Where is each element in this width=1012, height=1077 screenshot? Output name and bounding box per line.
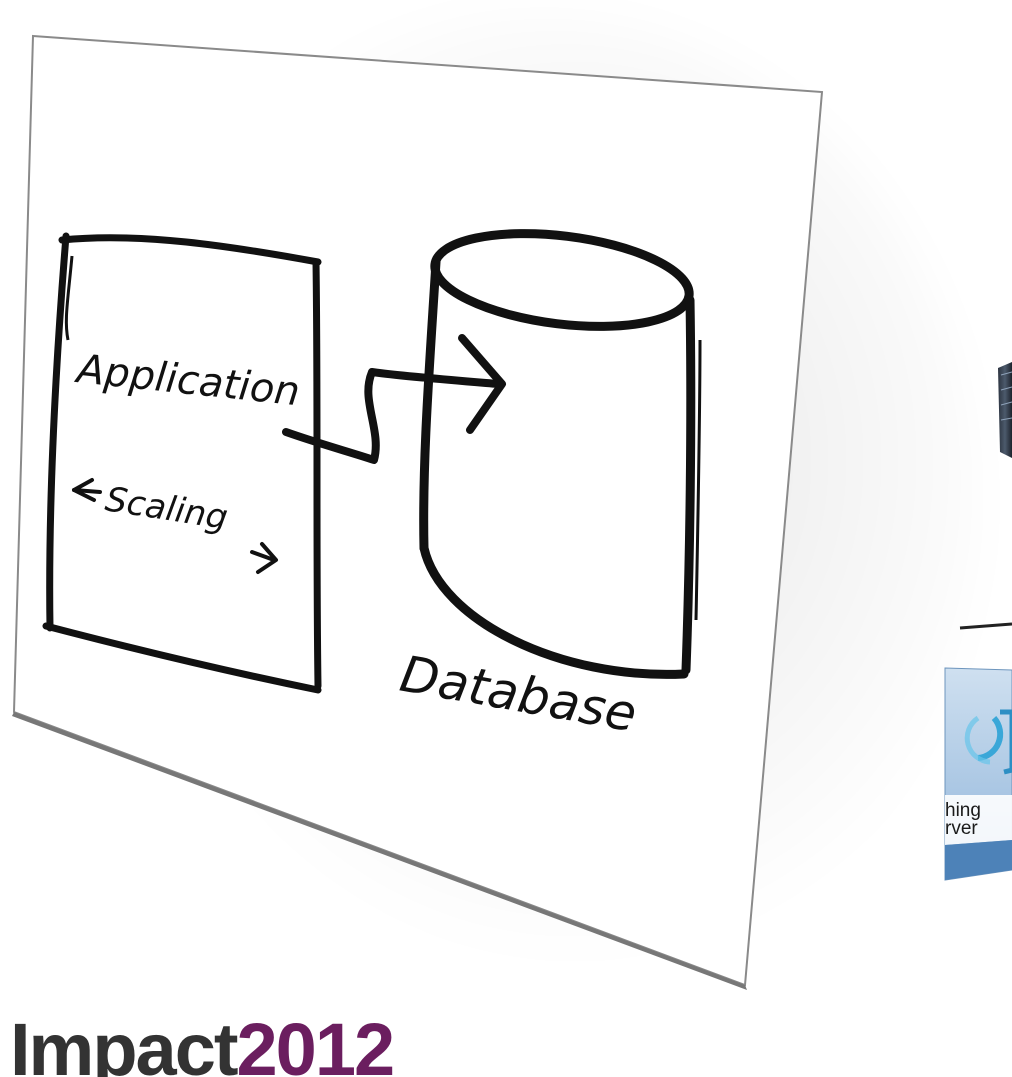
- database-cylinder: [419, 229, 702, 679]
- refresh-circle-icon: [964, 709, 1012, 775]
- side-card-partial-text: hing rver: [945, 802, 981, 838]
- impact-logo: Impact2012: [10, 1008, 396, 1077]
- scaling-arrows: [72, 478, 278, 574]
- logo-word: Impact: [10, 1008, 239, 1077]
- server-image: [998, 362, 1012, 458]
- application-box: [42, 232, 322, 694]
- connection-arrow: [282, 334, 506, 464]
- side-panel: [944, 622, 1012, 881]
- logo-year: 2012: [236, 1008, 396, 1077]
